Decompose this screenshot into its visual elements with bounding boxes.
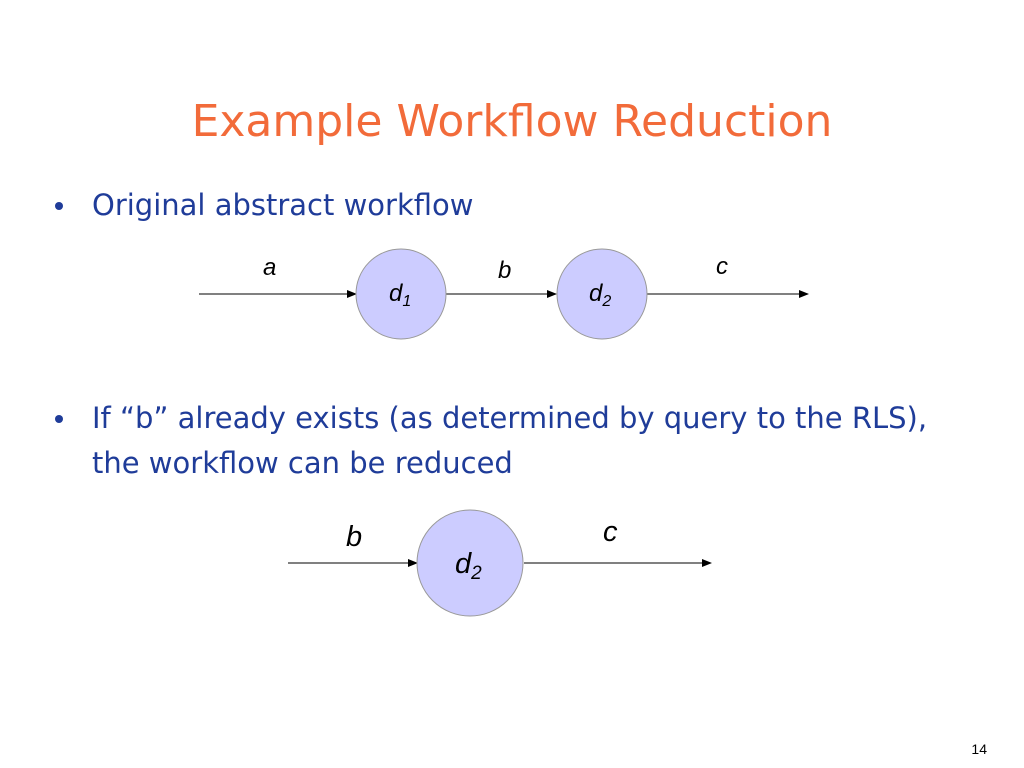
edge-a-label: a xyxy=(263,254,276,281)
node-d2-label: d2 xyxy=(589,280,611,310)
edge-c-label: c xyxy=(716,253,728,280)
bullet-reduced-workflow: If “b” already exists (as determined by … xyxy=(55,396,935,486)
page-number: 14 xyxy=(971,741,987,757)
bullet-dot xyxy=(55,202,63,210)
edge-b-label: b xyxy=(498,257,511,284)
slide-title: Example Workflow Reduction xyxy=(191,96,833,147)
bullet-dot xyxy=(55,415,63,423)
bullet-original-workflow: Original abstract workflow xyxy=(55,183,935,228)
bullet-text: Original abstract workflow xyxy=(92,188,474,222)
bullet-text: If “b” already exists (as determined by … xyxy=(92,401,928,480)
node-d2 xyxy=(556,248,648,340)
node-d1-label: d1 xyxy=(389,280,411,310)
node-d1 xyxy=(355,248,447,340)
